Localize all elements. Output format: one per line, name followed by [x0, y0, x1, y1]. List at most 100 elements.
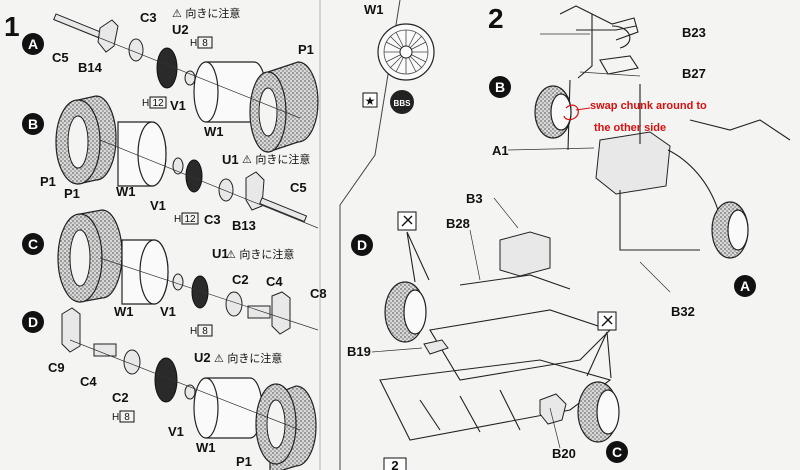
row-b-assembly: B P1 W1 V1 U1 ⚠ 向きに注意 H 12 C3 B13 C5	[22, 95, 319, 233]
h-prefix-d: H	[112, 412, 119, 423]
h8-d-box	[119, 410, 135, 423]
chassis-a1	[595, 131, 671, 195]
caution-b: ⚠ 向きに注意	[242, 152, 310, 166]
label-w1-d: W1	[196, 440, 216, 455]
badge-d-step2-label: D	[357, 237, 367, 253]
label-v1-d: V1	[168, 424, 184, 439]
wheel-w1-detail: W1 ★ BBS	[362, 2, 435, 114]
assembly-axis-b	[99, 139, 319, 229]
badge-b	[22, 113, 44, 135]
label-v1-b: V1	[150, 198, 166, 213]
caution-a-text: 向きに注意	[185, 6, 240, 20]
h12-b-value: 12	[184, 214, 196, 225]
label-c9: C9	[48, 360, 65, 375]
label-c8: C8	[310, 286, 327, 301]
h-prefix-a2: H	[142, 98, 149, 109]
wheel-panel-label: W1	[364, 2, 384, 17]
label-u2: U2	[172, 22, 189, 37]
hex-size-h8-d: H 8	[112, 410, 135, 423]
part-b3	[499, 231, 551, 277]
label-v1-c: V1	[160, 304, 176, 319]
label-b27: B27	[682, 66, 706, 81]
caution-d-text: 向きに注意	[227, 351, 282, 365]
brake-disc-u1-b	[185, 159, 203, 193]
wheel-w1-b-face	[137, 121, 167, 187]
collar-c3-a	[128, 38, 144, 62]
label-b14: B14	[78, 60, 103, 75]
assembly-axis-c	[99, 257, 319, 331]
label-p1-b: P1	[40, 174, 56, 189]
collar-c2-c	[225, 291, 243, 317]
collar-c2-d	[123, 349, 141, 375]
lower-chassis	[429, 274, 612, 381]
swap-note-line-2: the other side	[594, 122, 666, 134]
label-w1-c: W1	[114, 304, 134, 319]
tire-p1-d-bore	[266, 399, 286, 449]
side-frame	[689, 119, 791, 141]
h-prefix-c: H	[190, 326, 197, 337]
hex-size-h8-a: H 8	[190, 36, 213, 49]
b32-link	[667, 149, 719, 211]
part-b14	[97, 19, 119, 53]
caution-b-text: 向きに注意	[255, 152, 310, 166]
badge-a-step2	[734, 275, 756, 297]
label-c4-d: C4	[80, 374, 97, 389]
cement-pointers	[406, 231, 612, 379]
h12-a-box	[149, 96, 167, 109]
b23-bracket	[611, 25, 631, 49]
step-2-assembly: 2	[347, 3, 791, 463]
hex-size-h8-c: H 8	[190, 324, 213, 337]
h8-a-value: 8	[202, 38, 208, 49]
badge-b-step2-label: B	[495, 79, 505, 95]
badge-a	[22, 33, 44, 55]
h8-a-box	[197, 36, 213, 49]
nut-v1-a	[184, 70, 196, 86]
leader-lines	[371, 33, 671, 449]
label-b3: B3	[466, 191, 483, 206]
h8-c-box	[197, 324, 213, 337]
label-c4-c: C4	[266, 274, 283, 289]
label-b32: B32	[671, 304, 695, 319]
label-b20: B20	[552, 446, 576, 461]
label-b23: B23	[682, 25, 706, 40]
h-prefix-b: H	[174, 214, 181, 225]
collar-c3-b	[218, 178, 234, 202]
h12-a-value: 12	[152, 98, 164, 109]
row-c-assembly: C P1 W1 V1 U1 ⚠ 向きに注意 H 8 C2 C4 C8	[22, 186, 327, 337]
tire-p1-a-bore	[258, 87, 278, 137]
badge-c-step2-label: C	[612, 444, 622, 460]
label-b19: B19	[347, 344, 371, 359]
wheel-d-step2	[403, 289, 427, 335]
upright-c8	[271, 291, 291, 335]
badge-d	[22, 311, 44, 333]
wheel-hub	[399, 45, 413, 59]
cement-icon-upper	[397, 211, 417, 231]
badge-b-label: B	[28, 116, 38, 132]
brake-disc-u2-a	[156, 47, 178, 89]
decal-star-icon	[362, 92, 378, 108]
step-divider	[339, 0, 401, 470]
bbs-decal	[390, 90, 414, 114]
swap-pointer	[575, 107, 591, 111]
assembly-axis-d	[69, 339, 301, 431]
tire-p1-c-bore	[69, 229, 91, 287]
label-b28: B28	[446, 216, 470, 231]
label-a1: A1	[492, 143, 509, 158]
tire-p1-b-bore	[67, 115, 89, 169]
screw-c5-b	[259, 197, 308, 223]
label-p1: P1	[298, 42, 314, 57]
badge-c-label: C	[28, 236, 38, 252]
h8-c-value: 8	[202, 326, 208, 337]
page-number: 2	[391, 458, 398, 470]
page-number-box	[383, 457, 407, 470]
floor-ribs	[419, 389, 521, 433]
spacer-c4-d	[93, 343, 117, 357]
label-p1-c: P1	[64, 186, 80, 201]
label-w1: W1	[204, 124, 224, 139]
badge-d-label: D	[28, 314, 38, 330]
caution-d: ⚠ 向きに注意	[214, 351, 282, 365]
brake-disc-u2-d	[154, 357, 178, 403]
badge-c-step2	[606, 441, 628, 463]
hex-size-h12-a: H 12	[142, 96, 167, 109]
